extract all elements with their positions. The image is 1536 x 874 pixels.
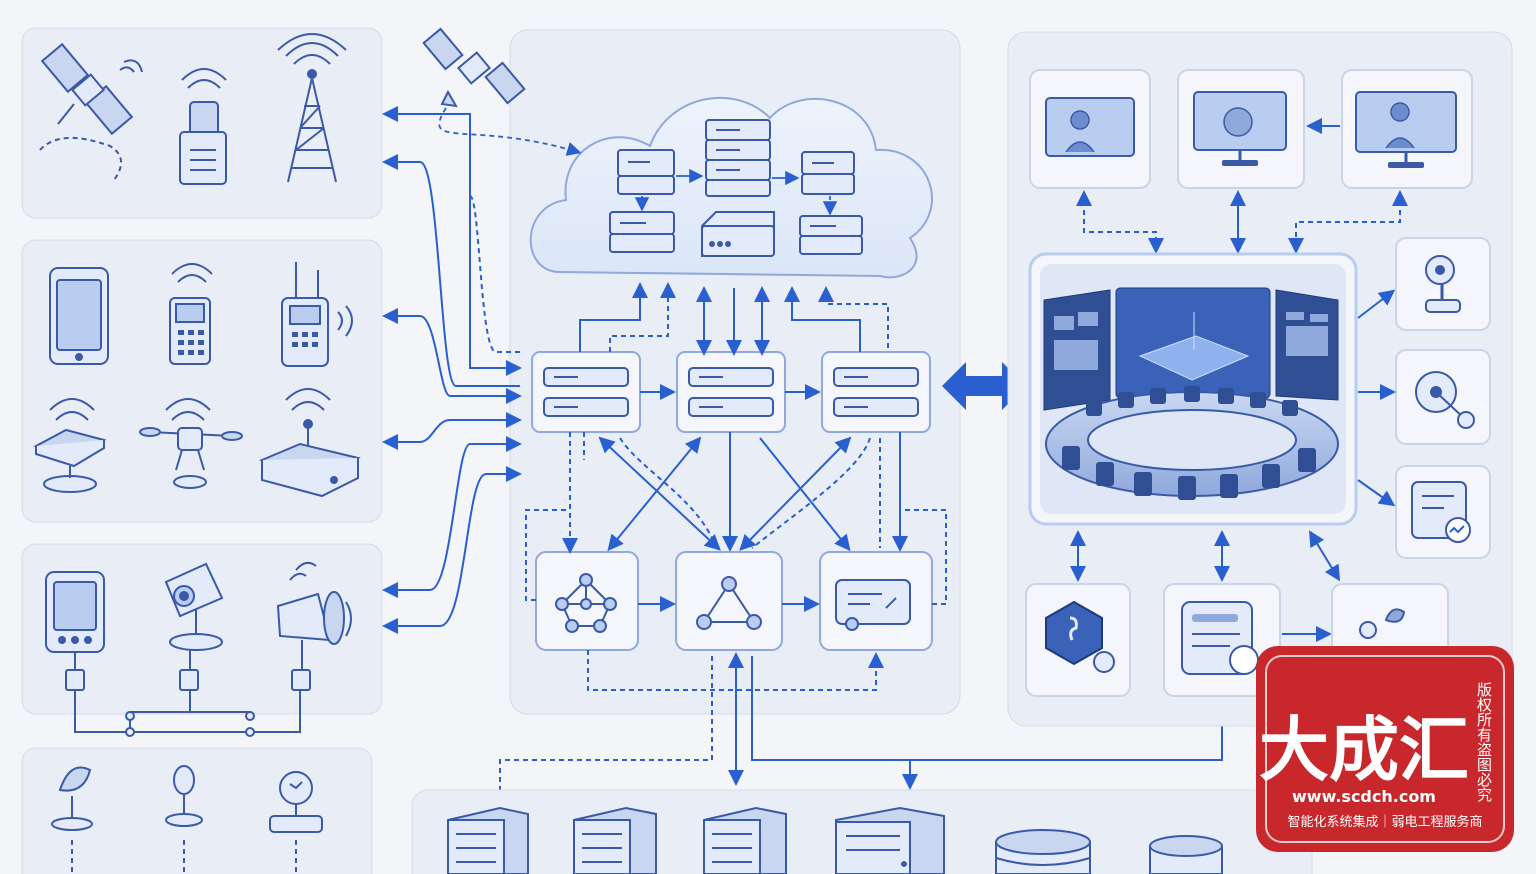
cordless-phone-icon xyxy=(169,263,213,365)
cloud-server-6-icon xyxy=(799,215,863,255)
cloud-server-1-icon xyxy=(617,149,675,195)
shield-badge-icon xyxy=(1025,583,1131,697)
cloud-server-3-icon xyxy=(801,151,855,195)
datacenter-devices xyxy=(447,806,1223,874)
command-center-icon xyxy=(1028,252,1358,526)
center-to-control-double-arrow xyxy=(942,362,1026,410)
rack-server-3-icon xyxy=(703,806,787,874)
cloud-server-4-icon xyxy=(609,211,675,253)
monitor-links xyxy=(1076,118,1408,254)
wifi-beacon-icon xyxy=(179,68,227,185)
device-bus-line xyxy=(74,690,301,737)
security-camera-icon xyxy=(164,562,224,691)
processor-row xyxy=(535,551,933,651)
satellite-icon xyxy=(39,42,143,181)
loudspeaker-icon xyxy=(276,561,352,691)
webcam-icon xyxy=(1395,237,1491,331)
radio-tower-icon xyxy=(277,33,347,183)
cloud-internal-links xyxy=(634,168,838,216)
rack-server-2-icon xyxy=(573,806,657,874)
side-devices xyxy=(1395,237,1491,559)
rack-server-4-icon xyxy=(835,806,945,874)
copyright-watermark: 大成汇 版权所有 盗图必究 www.scdch.com 智能化系统集成｜弱电工程… xyxy=(1256,646,1514,852)
gateway-1-icon xyxy=(531,351,641,433)
wireless-router-icon xyxy=(33,398,107,493)
map-monitor-icon xyxy=(1177,69,1305,189)
data-card-icon xyxy=(819,551,933,651)
watermark-stamp-frame xyxy=(1256,646,1514,852)
watermark-side-text-1: 版权所有 xyxy=(1475,682,1493,743)
database-1-icon xyxy=(995,829,1091,874)
terminal-to-gateway-links xyxy=(382,106,522,634)
command-side-links xyxy=(1070,289,1396,642)
gateway-3-icon xyxy=(821,351,931,433)
walkie-talkie-icon xyxy=(281,262,353,367)
watermark-side-text-2: 盗图必究 xyxy=(1475,742,1493,803)
tablet-icon xyxy=(45,571,105,691)
uplink-satellite-icon xyxy=(422,27,526,108)
report-panel-icon xyxy=(1163,583,1281,697)
triangle-network-icon xyxy=(675,551,783,651)
wireless-base-station-icon xyxy=(258,388,361,498)
cloud-server-2-icon xyxy=(705,119,771,197)
rack-server-1-icon xyxy=(447,806,529,874)
gauge-sensor-icon xyxy=(1395,349,1491,445)
watermark-tagline: 智能化系统集成｜弱电工程服务商 xyxy=(1287,814,1482,830)
gateway-2-icon xyxy=(676,351,786,433)
document-chart-icon xyxy=(1395,465,1491,559)
panel-sensor-group xyxy=(21,747,373,874)
video-monitor-icon xyxy=(1029,69,1151,189)
detector-icon xyxy=(269,771,323,874)
sensor-probe-icon xyxy=(165,765,203,874)
network-topology-icon xyxy=(535,551,639,651)
database-2-icon xyxy=(1149,835,1223,874)
watermark-brand: 大成汇 xyxy=(1259,709,1469,791)
operator-monitor-icon xyxy=(1341,69,1473,189)
watermark-url: www.scdch.com xyxy=(1292,787,1436,806)
cloud-server-5-icon xyxy=(701,211,775,258)
gateway-row xyxy=(531,351,931,433)
drone-icon xyxy=(139,398,243,489)
smartphone-icon xyxy=(49,267,109,365)
dish-antenna-icon xyxy=(51,766,93,874)
center-links xyxy=(499,282,1230,800)
